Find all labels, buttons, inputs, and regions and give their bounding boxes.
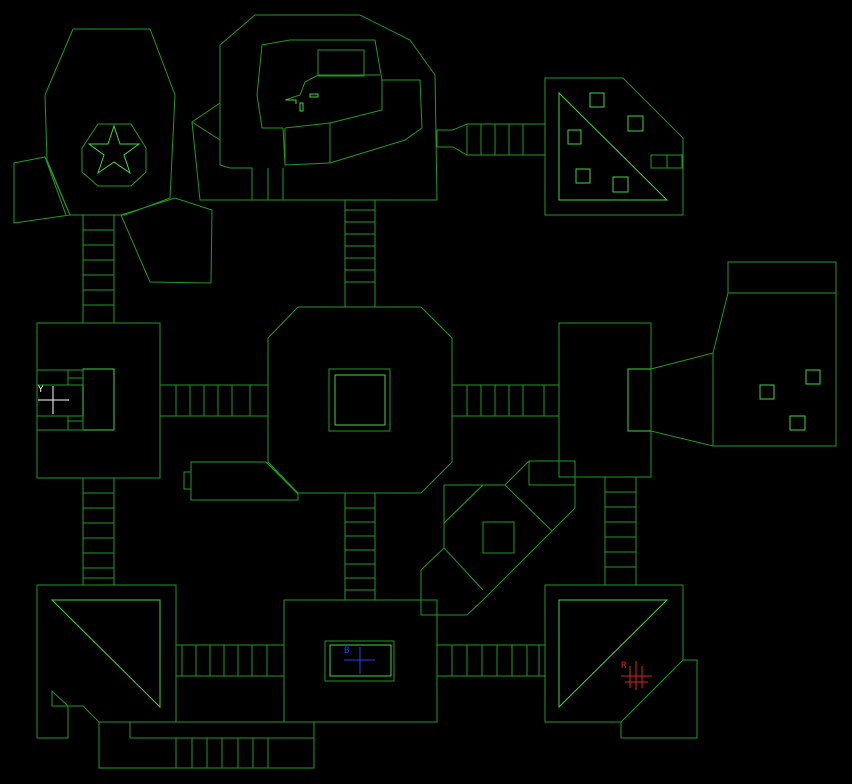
red-marker: R: [621, 661, 652, 690]
star-icon: [87, 124, 141, 175]
corridor-north-east: [436, 123, 546, 156]
stairs-north: [344, 199, 376, 308]
triangle-room-ne: [544, 77, 684, 216]
red-label: R: [621, 661, 627, 671]
stairs-southwest: [82, 477, 115, 586]
blue-marker: B: [344, 646, 375, 674]
central-octagon: [267, 306, 453, 494]
ledge-southwest: [183, 461, 299, 501]
corridor-west: [159, 384, 269, 417]
blue-label: B: [344, 646, 349, 656]
star-room: [13, 28, 213, 284]
stairs-northwest: [82, 214, 115, 324]
diagonal-room: [420, 460, 576, 616]
yellow-marker: Y: [38, 385, 69, 414]
stairs-south: [344, 492, 376, 601]
east-room: [558, 261, 837, 478]
corridor-east: [451, 384, 560, 417]
triangle-room-sw: [36, 584, 315, 769]
corridor-south-west: [175, 644, 285, 677]
curved-room: [191, 14, 438, 201]
triangle-room-se: [544, 584, 698, 739]
yellow-label: Y: [38, 385, 44, 395]
corridor-south-east: [436, 644, 546, 677]
stairs-southeast: [604, 476, 637, 586]
